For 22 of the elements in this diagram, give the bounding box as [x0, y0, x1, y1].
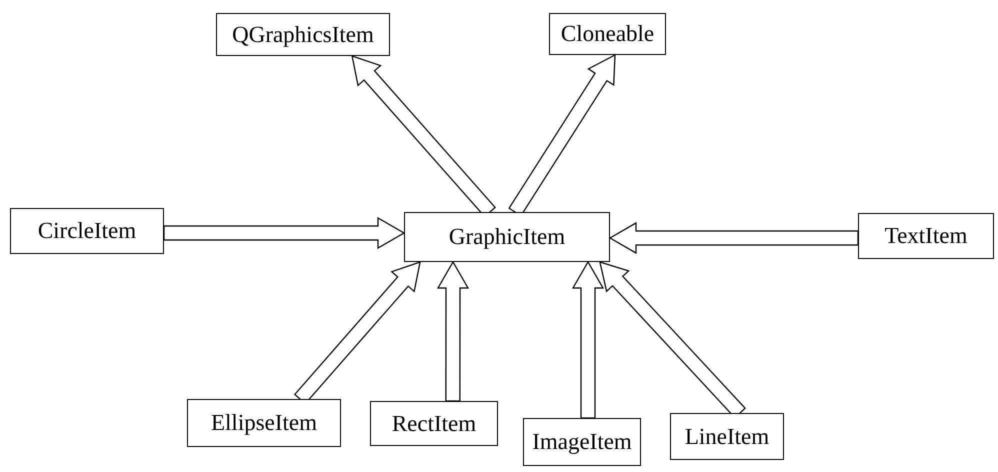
class-name: Cloneable — [560, 21, 654, 47]
class-box — [404, 212, 610, 262]
class-name: GraphicItem — [448, 224, 566, 250]
class-name: TextItem — [884, 223, 968, 249]
block-arrow — [163, 216, 406, 250]
class-name: QGraphicsItem — [232, 22, 374, 48]
class-name: ImageItem — [532, 429, 632, 455]
block-arrow — [436, 260, 470, 402]
class-name: RectItem — [392, 410, 476, 436]
class-box — [858, 213, 994, 259]
class-box — [370, 401, 498, 446]
class-box — [10, 208, 164, 254]
block-arrow — [608, 222, 859, 254]
class-name: LineItem — [684, 424, 770, 450]
class-box — [523, 418, 641, 466]
class-box — [216, 13, 390, 56]
class-name: CircleItem — [38, 218, 136, 244]
class-name: EllipseItem — [210, 410, 318, 436]
block-arrow — [572, 260, 604, 419]
class-box — [670, 413, 784, 460]
class-box — [187, 399, 341, 447]
class-box — [549, 13, 666, 55]
